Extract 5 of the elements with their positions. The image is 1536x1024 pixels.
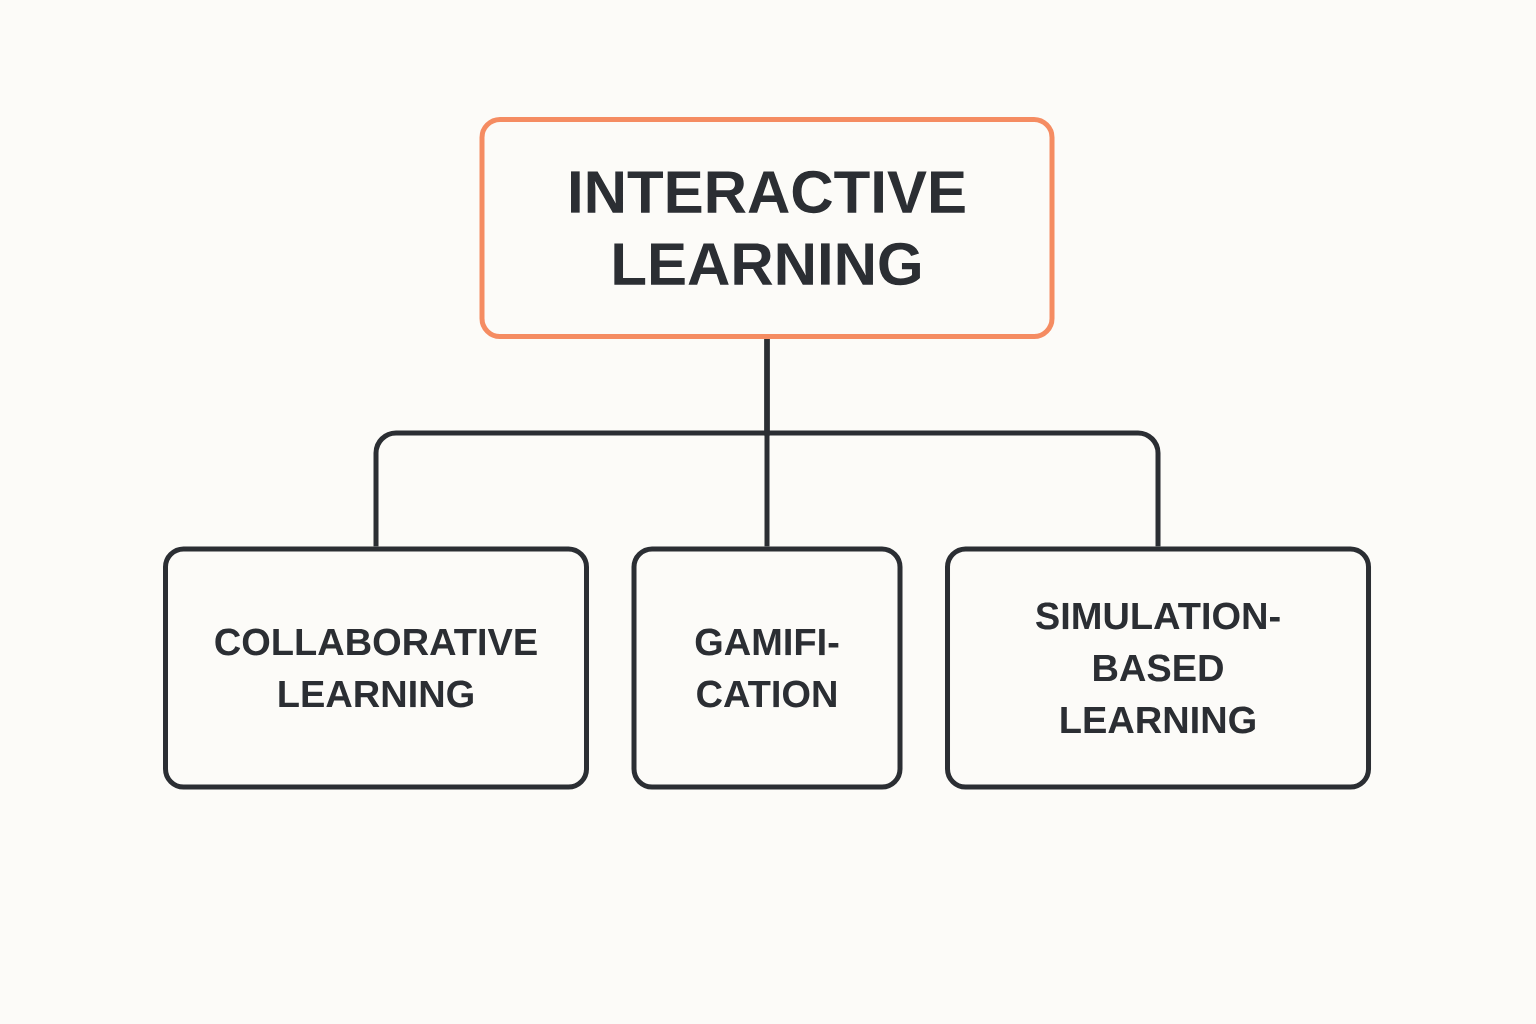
subtopic-box: GAMIFI- CATION	[631, 546, 903, 790]
topic-box: INTERACTIVE LEARNING	[479, 117, 1055, 339]
connector-line	[764, 339, 1161, 547]
subtopic-box: SIMULATION- BASED LEARNING	[945, 546, 1371, 790]
subtopic-box: COLLABORATIVE LEARNING	[163, 546, 589, 790]
